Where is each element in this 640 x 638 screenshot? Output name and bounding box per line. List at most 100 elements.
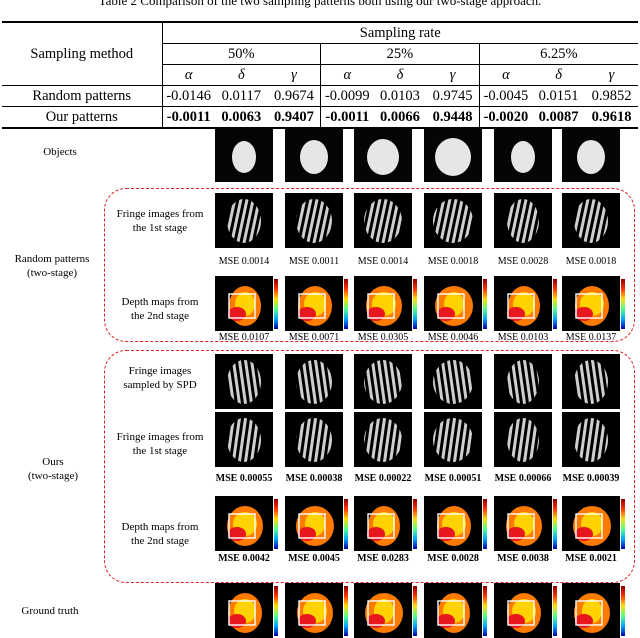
fringe-image-spd (285, 354, 343, 409)
label-line: the 1st stage (132, 445, 188, 457)
table-cell: 0.9618 (585, 106, 638, 129)
table-cell: 0.0117 (214, 85, 268, 107)
depth-map-ground-truth (562, 583, 620, 638)
fringe-image-random (215, 193, 273, 248)
fringe-image-spd (354, 354, 412, 409)
label-line: sampled by SPD (123, 379, 197, 391)
label-line: the 2nd stage (130, 535, 190, 547)
fringe-image-ours (285, 412, 343, 467)
random-patterns-label: Random patterns (two-stage) (2, 252, 102, 280)
colorbar (274, 586, 278, 636)
param-gamma: γ (426, 64, 480, 86)
fringe-image-spd (215, 354, 273, 409)
mse-fringe-ours: MSE 0.00055 (215, 473, 273, 484)
mse-depth-random: MSE 0.0071 (288, 332, 340, 343)
mse-fringe-random: MSE 0.0018 (427, 256, 479, 267)
mse-depth-ours: MSE 0.0042 (218, 553, 270, 564)
mse-fringe-ours: MSE 0.00039 (562, 473, 620, 484)
depth-2nd-label-ours: Depth maps from the 2nd stage (108, 520, 212, 548)
colorbar (274, 279, 278, 329)
depth-map-ours (424, 496, 482, 551)
mse-fringe-random: MSE 0.0028 (497, 256, 549, 267)
mse-depth-ours: MSE 0.0283 (357, 553, 409, 564)
mse-depth-ours: MSE 0.0045 (288, 553, 340, 564)
depth-2nd-label-random: Depth maps from the 2nd stage (108, 295, 212, 323)
table-caption: Table 2 Comparison of the two sampling p… (98, 0, 542, 8)
fringe-image-spd (562, 354, 620, 409)
ground-truth-label: Ground truth (21, 605, 79, 617)
colorbar (483, 586, 487, 636)
object-image (354, 127, 412, 182)
spd-label: Fringe images sampled by SPD (108, 364, 212, 392)
mse-depth-random: MSE 0.0137 (565, 332, 617, 343)
table-cell: 0.9674 (267, 85, 322, 107)
colorbar (483, 499, 487, 549)
comparison-table: Sampling method Sampling rate 50% 25% 6.… (2, 21, 638, 129)
depth-map-ground-truth (285, 583, 343, 638)
random-patterns-subtitle: (two-stage) (26, 267, 78, 279)
colorbar (413, 499, 417, 549)
random-patterns-title: Random patterns (14, 253, 90, 265)
colorbar (274, 499, 278, 549)
depth-map-ours (285, 496, 343, 551)
mse-fringe-ours: MSE 0.00066 (494, 473, 552, 484)
mse-fringe-random: MSE 0.0014 (357, 256, 409, 267)
object-image (215, 127, 273, 182)
colorbar (621, 586, 625, 636)
depth-map-ground-truth (215, 583, 273, 638)
fringe-image-spd (494, 354, 552, 409)
colorbar (413, 279, 417, 329)
method-header: Sampling method (2, 21, 163, 86)
object-image (285, 127, 343, 182)
fringe-image-random (562, 193, 620, 248)
table-cell: 0.9852 (585, 85, 638, 107)
colorbar (621, 279, 625, 329)
objects-label: Objects (43, 146, 77, 158)
table-cell: -0.0011 (320, 106, 374, 129)
table-cell: -0.0020 (479, 106, 533, 129)
rate-header: Sampling rate (162, 21, 638, 44)
ours-label: Ours (two-stage) (18, 455, 88, 483)
table-cell: 0.0066 (373, 106, 427, 129)
colorbar (344, 279, 348, 329)
depth-map-random (494, 276, 552, 331)
colorbar (413, 586, 417, 636)
param-alpha: α (162, 64, 215, 86)
mse-fringe-random: MSE 0.0018 (565, 256, 617, 267)
depth-map-random (215, 276, 273, 331)
object-image (424, 127, 482, 182)
mse-depth-random: MSE 0.0107 (218, 332, 270, 343)
param-delta: δ (373, 64, 427, 86)
mse-fringe-random: MSE 0.0014 (218, 256, 270, 267)
depth-map-random (285, 276, 343, 331)
table-cell: 0.9448 (426, 106, 480, 129)
label-line: Depth maps from (121, 521, 199, 533)
depth-map-ground-truth (424, 583, 482, 638)
table-cell: 0.0063 (214, 106, 268, 129)
object-image (562, 127, 620, 182)
fringe-image-ours (215, 412, 273, 467)
fringe-1st-label-random: Fringe images from the 1st stage (108, 207, 212, 235)
depth-map-ours (215, 496, 273, 551)
rate-25: 25% (320, 43, 480, 65)
object-image (494, 127, 552, 182)
label-line: Fringe images from (116, 431, 204, 443)
row-label-ours: Our patterns (2, 106, 163, 129)
mse-fringe-ours: MSE 0.00038 (285, 473, 343, 484)
depth-map-ground-truth (494, 583, 552, 638)
label-line: Fringe images from (116, 208, 204, 220)
param-delta: δ (214, 64, 268, 86)
colorbar (553, 586, 557, 636)
depth-map-ours (354, 496, 412, 551)
row-label-random: Random patterns (2, 85, 163, 107)
fringe-image-ours (354, 412, 412, 467)
table-cell: -0.0011 (162, 106, 215, 129)
depth-map-random (424, 276, 482, 331)
fringe-image-random (285, 193, 343, 248)
param-delta: δ (532, 64, 585, 86)
colorbar (553, 279, 557, 329)
table-cell: 0.9745 (426, 85, 480, 107)
table-cell: -0.0045 (479, 85, 533, 107)
param-gamma: γ (585, 64, 638, 86)
table-cell: 0.0103 (373, 85, 427, 107)
